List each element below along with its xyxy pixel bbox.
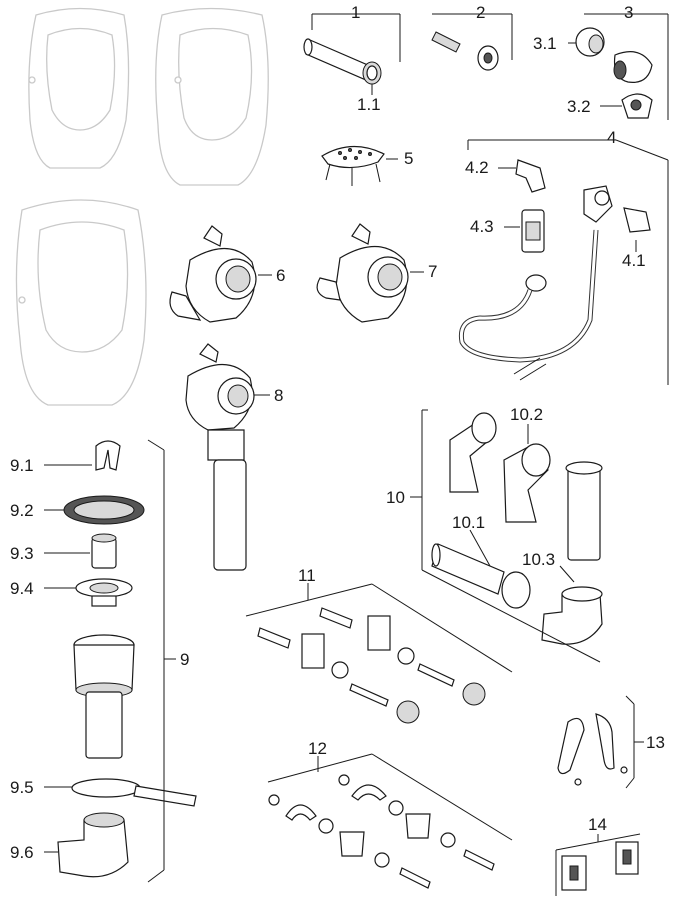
label-9: 9 (180, 650, 189, 669)
label-9-2: 9.2 (10, 501, 34, 520)
part-9-3-insert (91, 533, 117, 569)
part-7-siphon (316, 223, 409, 323)
part-9-4-flange (75, 578, 133, 607)
part-9-body (73, 634, 135, 759)
label-4: 4 (607, 128, 616, 147)
bracket-13-bot (625, 777, 635, 789)
label-3-2: 3.2 (567, 97, 591, 116)
bracket-13-top (625, 695, 635, 705)
label-1: 1 (351, 3, 360, 22)
part-3-valve-set (575, 27, 653, 119)
label-7: 7 (428, 262, 437, 281)
urinal-bowl-3 (15, 199, 147, 406)
label-11: 11 (298, 566, 316, 585)
label-9-5: 9.5 (10, 778, 34, 797)
part-14-plates (555, 833, 641, 896)
part-2-connector (431, 31, 499, 71)
part-6-siphon (169, 225, 257, 323)
label-9-3: 9.3 (10, 544, 34, 563)
part-4-hose-kit (458, 159, 651, 381)
label-1-1: 1.1 (357, 95, 381, 114)
label-10-3: 10.3 (522, 550, 555, 569)
part-8-siphon-tube (185, 343, 255, 571)
part-12-fixing-set (267, 753, 513, 889)
part-5-strainer (321, 145, 385, 186)
label-6: 6 (276, 266, 285, 285)
part-1-pipe (303, 38, 382, 85)
label-9-6: 9.6 (10, 843, 34, 862)
bracket-9-bot (147, 869, 165, 883)
leader-10-1 (469, 529, 491, 567)
part-13-brackets (557, 713, 628, 786)
label-10-1: 10.1 (452, 513, 485, 532)
part-9-2-strainer (63, 495, 145, 525)
label-2: 2 (476, 3, 485, 22)
leader-10-3 (559, 565, 575, 583)
label-10: 10 (386, 488, 405, 507)
bracket-9-top (147, 439, 165, 451)
label-9-4: 9.4 (10, 579, 34, 598)
part-9-6-elbow (57, 812, 129, 878)
label-3-1: 3.1 (533, 34, 557, 53)
bracket-10-bot (421, 569, 601, 663)
leader-4b (615, 139, 669, 161)
label-8: 8 (274, 386, 283, 405)
part-9-5-wrench (71, 778, 197, 807)
urinal-bowl-1 (28, 7, 130, 169)
part-11-fixing-set (245, 583, 513, 724)
urinal-bowl-2 (155, 7, 269, 186)
label-4-2: 4.2 (465, 158, 489, 177)
label-14: 14 (588, 815, 607, 834)
label-10-2: 10.2 (510, 405, 543, 424)
label-5: 5 (404, 149, 413, 168)
part-9-1-clip (95, 440, 121, 471)
label-9-1: 9.1 (10, 456, 34, 475)
label-12: 12 (308, 739, 327, 758)
label-4-1: 4.1 (622, 251, 646, 270)
part-10-pipe-set (431, 412, 603, 645)
label-3: 3 (624, 3, 633, 22)
label-13: 13 (646, 733, 665, 752)
label-4-3: 4.3 (470, 217, 494, 236)
